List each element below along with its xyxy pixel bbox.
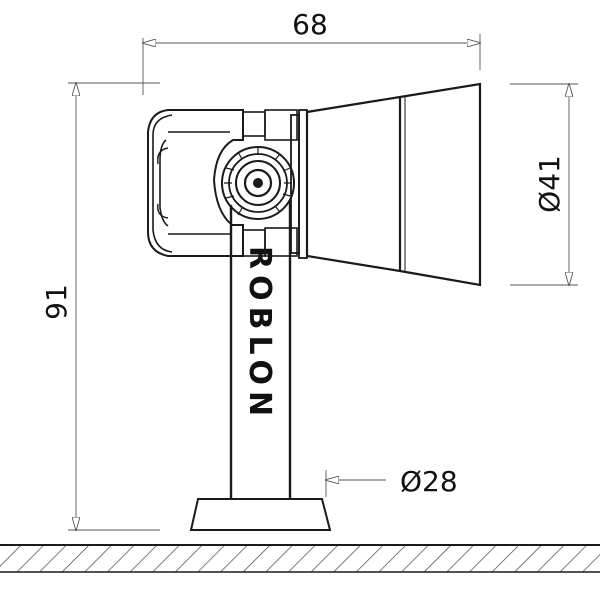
width-label: 68 (292, 8, 328, 41)
head-diameter-label: Ø41 (533, 155, 566, 213)
base-foot (189, 498, 332, 531)
ground-surface (0, 544, 600, 573)
rear-housing (147, 109, 298, 257)
dimension-height: 91 (40, 83, 160, 530)
height-label: 91 (40, 284, 73, 320)
lamp-head (305, 82, 482, 287)
dimension-width: 68 (143, 8, 480, 95)
joint (221, 146, 295, 220)
brand-label: ROBLON (242, 246, 277, 422)
dimension-head-diameter: Ø41 (510, 84, 578, 285)
post: ROBLON (229, 200, 292, 499)
base-diameter-label: Ø28 (400, 465, 458, 498)
dimension-base-diameter: Ø28 (326, 465, 458, 498)
